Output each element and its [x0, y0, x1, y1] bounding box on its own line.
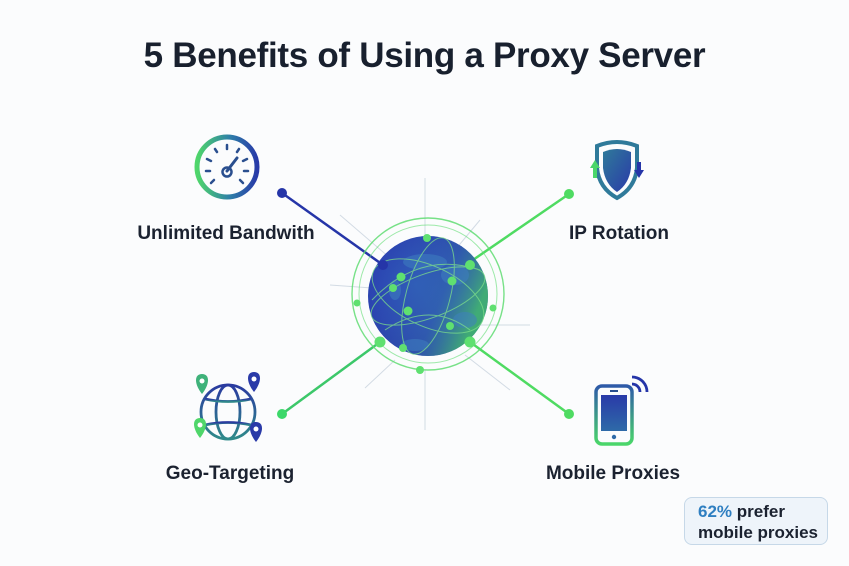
pin-bottom-right — [250, 422, 262, 442]
shield-rotation-icon — [590, 140, 644, 201]
stat-callout: 62% prefer mobile proxies — [684, 497, 828, 545]
connector-mobile-proxies — [469, 340, 574, 419]
connector-ip-rotation — [469, 189, 574, 264]
smartphone-signal-icon — [594, 375, 649, 446]
pin-top-left — [196, 374, 208, 394]
benefit-label-ip-rotation: IP Rotation — [569, 223, 669, 244]
pin-top-right — [248, 372, 260, 392]
benefit-label-unlimited-bandwidth: Unlimited Bandwith — [137, 223, 315, 244]
benefit-label-mobile-proxies: Mobile Proxies — [545, 463, 681, 484]
stat-percent: 62% — [698, 502, 733, 521]
pin-bottom-left — [194, 418, 206, 438]
connector-unlimited-bandwidth — [277, 188, 384, 267]
stat-text-line2: mobile proxies — [698, 523, 818, 542]
page-title: 5 Benefits of Using a Proxy Server — [143, 36, 706, 75]
speedometer-icon — [194, 134, 260, 200]
stat-text-line1: prefer — [732, 502, 785, 521]
globe-network-icon — [351, 217, 505, 374]
background-rays — [329, 178, 530, 430]
connector-geo-targeting — [277, 340, 381, 419]
benefit-label-geo-targeting: Geo-Targeting — [165, 463, 295, 484]
globe-pins-icon — [194, 372, 262, 442]
